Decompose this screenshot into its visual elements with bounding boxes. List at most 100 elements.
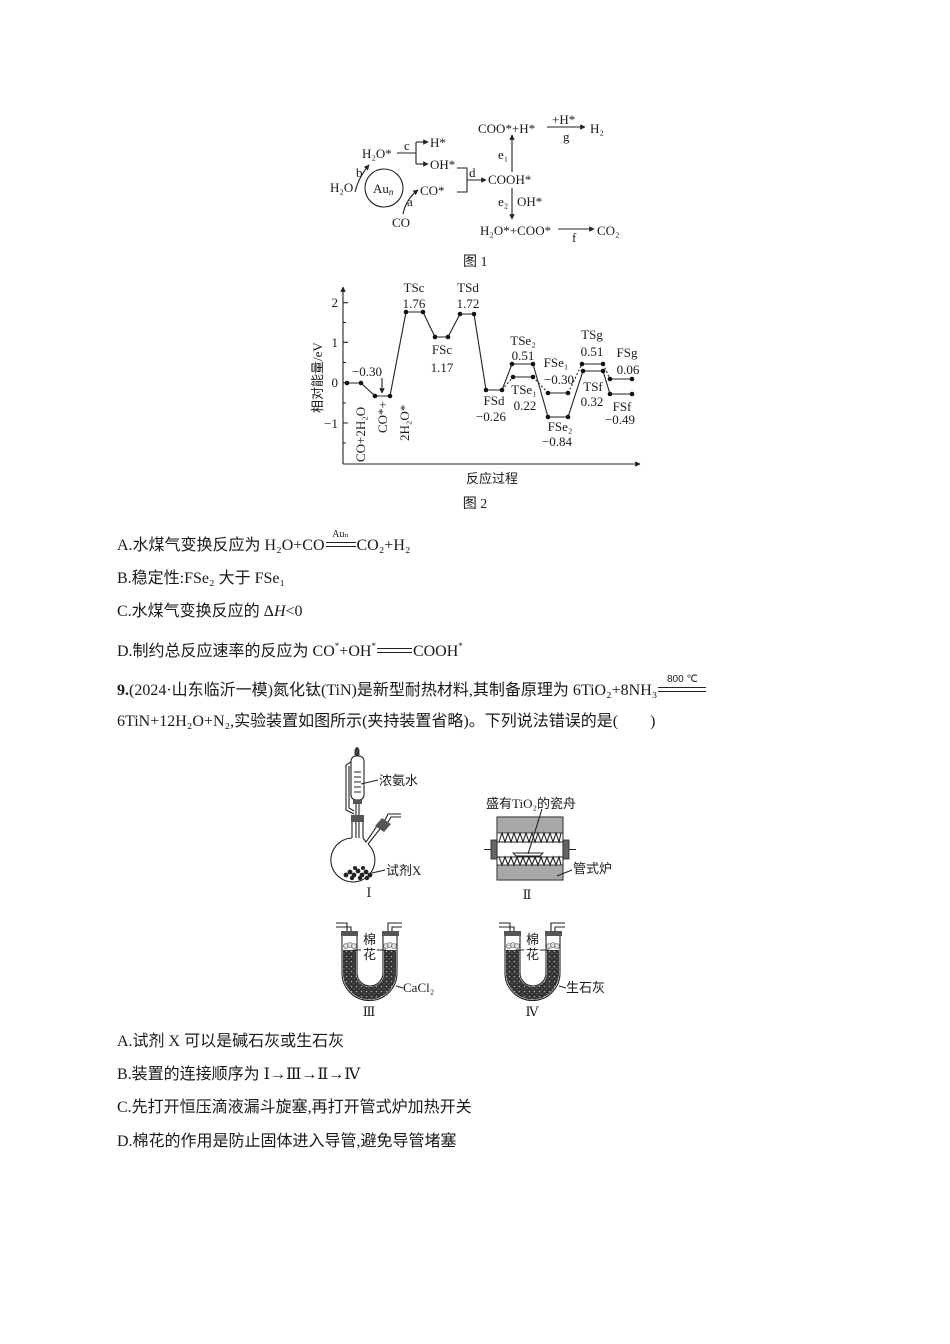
x-axis-label: 反应过程 (466, 471, 518, 486)
flask-stopper (351, 815, 364, 822)
cotton-plugs (343, 942, 397, 949)
catalyst-label: Aun (373, 181, 394, 197)
level-value-fsd: −0.26 (476, 409, 507, 424)
h2o-coo-species: H₂O*+COO* (480, 223, 551, 238)
leader-line (556, 869, 573, 877)
catalyst-circle (364, 168, 404, 208)
drying-agent-fill (343, 950, 396, 1000)
level-name-tsf: TSf (583, 379, 603, 394)
level-value-tsf: 0.32 (581, 394, 604, 409)
apparatus-iii-u-tube-cacl2: 棉 花 CaCl₂ Ⅲ (336, 922, 434, 1019)
co2-product: CO₂ (597, 223, 620, 238)
stopper-left (341, 931, 358, 936)
funnel-stopper (354, 747, 360, 756)
level-value-fsg: 0.06 (617, 362, 640, 377)
step-f-label: f (572, 230, 577, 245)
cotton-label-2: 花 (363, 947, 376, 962)
ammonia-liquid (354, 771, 361, 793)
reagent-x-granules (343, 866, 373, 881)
q8-option-d-product: COOH (412, 643, 459, 660)
level-value-tse2: 0.51 (512, 348, 535, 363)
q8-option-a-products: CO₂+H₂ (356, 537, 411, 554)
adsorbed-mark: * (334, 641, 340, 651)
level-value-fse2: −0.84 (542, 434, 573, 449)
adsorbed-mark: * (458, 641, 463, 651)
q8-option-d: D.制约总反应速率的反应为 CO*+OH*COOH* (117, 636, 463, 662)
round-bottom-flask (330, 837, 376, 883)
cooh-adsorbed: COOH* (488, 172, 531, 187)
q9-option-a-text: A.试剂 X 可以是碱石灰或生石灰 (117, 1033, 345, 1050)
y-tick-label: −1 (324, 416, 338, 431)
y-tick-label: 2 (332, 295, 339, 310)
level-value-tse1: 0.22 (514, 398, 537, 413)
u-tube (341, 935, 398, 1002)
q9-option-a: A.试剂 X 可以是碱石灰或生石灰 (117, 1032, 344, 1052)
q9-stem-text: (2024·山东临沂一模)氮化钛(TiN)是新型耐热材料,其制备原理为 6TiO… (129, 682, 658, 699)
stopper-right (545, 931, 562, 936)
leader-line (527, 808, 543, 855)
q8-option-a-text: A.水煤气变换反应为 H₂O+CO (117, 537, 325, 554)
gas-outlet-tube (384, 813, 401, 823)
q8-option-b: B.稳定性:FSe₂ 大于 FSe₁ (117, 569, 285, 589)
figure-2-energy-profile-chart: 2 1 0 −1 相对能量/eV 反应过程 图 2 CO+2H₂O CO*+ 2… (310, 280, 641, 512)
stopper-right (382, 931, 399, 936)
apparatus-i-ammonia-generator: 浓氨水 试剂X Ⅰ (330, 747, 422, 900)
u-tube (504, 935, 561, 1002)
step-c-label: c (404, 138, 410, 153)
step-e2-reagent: OH* (517, 194, 542, 209)
cotton-label-2: 花 (526, 947, 539, 962)
step-e2-label: e₂ (498, 194, 508, 209)
q9-stem-text-2: 6TiN+12H₂O+N₂,实验装置如图所示(夹持装置省略)。下列说法错误的是(… (117, 713, 656, 730)
step-b-label: b (356, 165, 363, 180)
q9-stem-line-2: 6TiN+12H₂O+N₂,实验装置如图所示(夹持装置省略)。下列说法错误的是(… (117, 712, 655, 732)
leader-line (395, 985, 404, 989)
oh-adsorbed: OH* (430, 157, 455, 172)
cotton-plugs (506, 942, 560, 949)
level-name-fse1: FSe₁ (544, 355, 569, 370)
apparatus-iv-u-tube-quicklime: 棉 花 生石灰 Ⅳ (499, 922, 605, 1019)
furnace-insulation-top (496, 816, 564, 834)
pressure-equalizing-tube (345, 761, 355, 815)
quicklime-label: 生石灰 (566, 980, 605, 995)
enthalpy-symbol: H (273, 603, 286, 620)
h-adsorbed: H* (430, 135, 446, 150)
figure-2-caption: 图 2 (463, 497, 488, 512)
quartz-tube (493, 841, 567, 858)
q9-stem-line-1: 9.(2024·山东临沂一模)氮化钛(TiN)是新型耐热材料,其制备原理为 6T… (117, 674, 707, 701)
level-value-fsf: −0.49 (605, 412, 635, 427)
q8-option-c-suffix: <0 (285, 603, 303, 620)
side-neck-stopper (375, 818, 391, 832)
arrow-a (402, 189, 419, 215)
level-name-fse2: FSe₂ (548, 419, 573, 434)
q9-number: 9. (117, 682, 129, 699)
level-name-fsf: FSf (613, 399, 632, 414)
q9-option-c-text: C.先打开恒压滴液漏斗旋塞,再打开管式炉加热开关 (117, 1099, 472, 1116)
furnace-insulation-bottom (496, 864, 564, 881)
figure-1-mechanism-diagram: Aun H₂O H₂O* b c H* OH* d COOH* CO* a CO… (330, 112, 620, 270)
y-tick-label: 1 (332, 335, 339, 350)
apparatus-ii-numeral: Ⅱ (523, 887, 532, 902)
leader-line (558, 985, 567, 989)
flask-neck (351, 822, 364, 838)
q8-option-d-text: D.制约总反应速率的反应为 CO (117, 643, 335, 660)
porcelain-boat (511, 852, 545, 857)
level-name-tsc: TSc (404, 280, 425, 295)
level-name-adsorbed-line1: CO*+ (375, 401, 390, 433)
apparatus-iii-numeral: Ⅲ (363, 1004, 376, 1019)
apparatus-iv-numeral: Ⅳ (526, 1004, 540, 1019)
q9-option-b-text: B.装置的连接顺序为 Ⅰ→Ⅲ→Ⅱ→Ⅳ (117, 1066, 361, 1083)
level-name-fsg: FSg (617, 345, 638, 360)
connecting-tubes (336, 922, 402, 931)
boat-label: 盛有TiO₂的瓷舟 (486, 796, 576, 811)
arrow-b (354, 164, 370, 193)
step-d-label: d (469, 165, 476, 180)
energy-path-solid (360, 311, 611, 418)
h2-product: H₂ (590, 121, 604, 136)
stopper-left (504, 931, 521, 936)
coo-h-species: COO*+H* (478, 121, 535, 136)
leader-line (360, 779, 379, 785)
level-value-fsc: 1.17 (431, 360, 454, 375)
step-e1-label: e₁ (498, 147, 508, 162)
heating-coil-top (498, 831, 562, 845)
